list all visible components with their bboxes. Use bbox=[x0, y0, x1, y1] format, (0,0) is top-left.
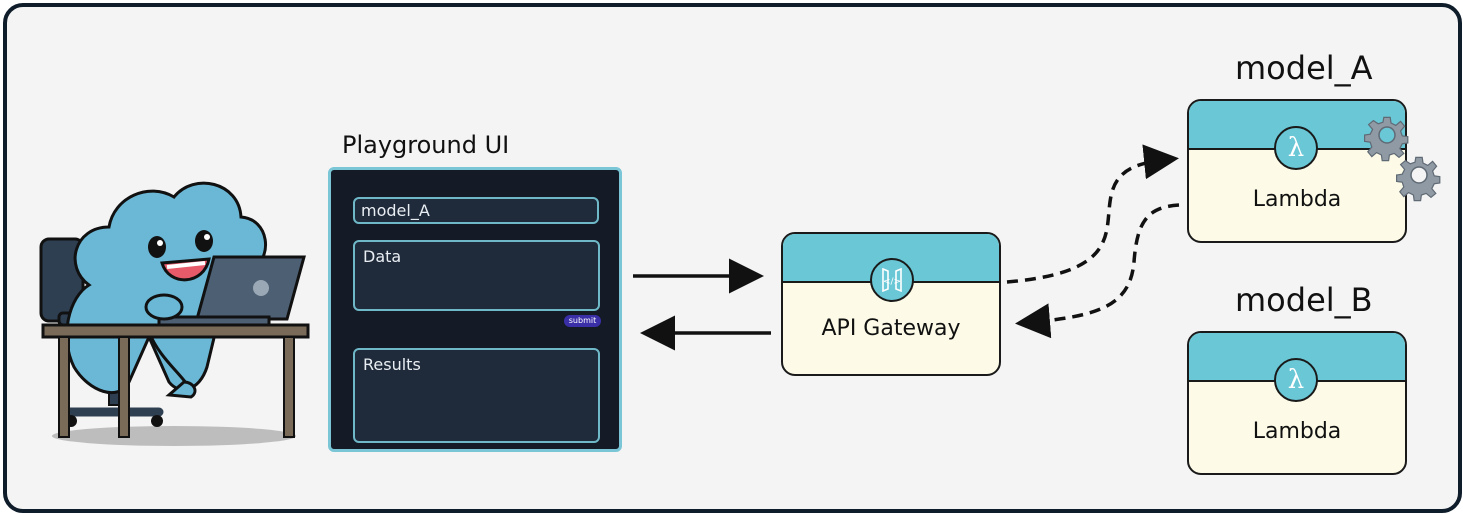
model-select-field[interactable]: model_A bbox=[353, 197, 599, 224]
lambda-response-arrow bbox=[1015, 203, 1180, 339]
model-a-lambda-box: λ Lambda bbox=[1187, 99, 1407, 243]
gears-icon bbox=[1363, 116, 1441, 202]
results-output: Results bbox=[353, 348, 600, 443]
invoke-lambda-arrow bbox=[1006, 144, 1179, 284]
diagram-frame: Playground UI model_A Data submit Result… bbox=[3, 3, 1462, 513]
model-a-title: model_A bbox=[1235, 49, 1373, 87]
lambda-icon: λ bbox=[1274, 126, 1318, 170]
model-b-title: model_B bbox=[1235, 281, 1373, 319]
cloud-character-illustration bbox=[39, 181, 310, 446]
api-gateway-box: </> API Gateway bbox=[781, 232, 1001, 376]
playground-ui-title: Playground UI bbox=[342, 131, 510, 159]
playground-ui-panel: model_A Data submit Results bbox=[328, 167, 622, 452]
api-gateway-icon: </> bbox=[870, 258, 914, 302]
svg-text:</>: </> bbox=[883, 277, 901, 287]
model-b-lambda-label: Lambda bbox=[1252, 419, 1342, 444]
data-input[interactable]: Data bbox=[353, 240, 600, 311]
model-a-lambda-label: Lambda bbox=[1252, 187, 1342, 212]
lambda-icon: λ bbox=[1274, 358, 1318, 402]
api-gateway-label: API Gateway bbox=[821, 316, 961, 341]
model-b-lambda-box: λ Lambda bbox=[1187, 331, 1407, 475]
connection-arrows bbox=[633, 144, 1180, 351]
submit-button[interactable]: submit bbox=[564, 315, 601, 327]
